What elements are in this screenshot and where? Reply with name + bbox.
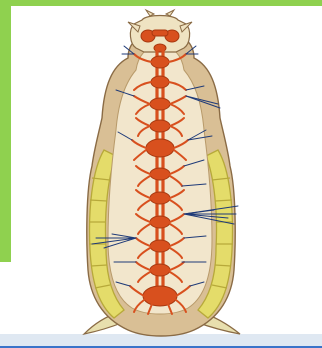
ganglion-1 [151, 56, 169, 68]
ganglion-3 [150, 98, 170, 110]
ganglion-4 [150, 120, 170, 132]
ganglion-7 [150, 192, 170, 204]
ganglion-9 [150, 240, 170, 252]
ganglion-10 [150, 264, 170, 276]
ganglion-6 [150, 168, 170, 180]
ganglion-2 [151, 76, 169, 88]
terminal-ganglion [143, 286, 177, 306]
ganglion-5 [146, 139, 174, 157]
ganglion-8 [150, 216, 170, 228]
